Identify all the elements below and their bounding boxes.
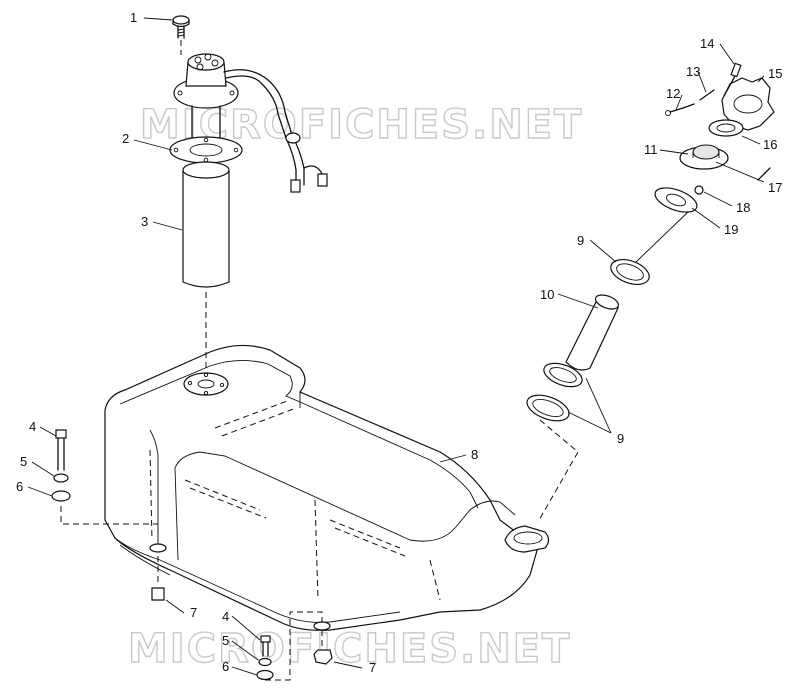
fuel-tank: [104, 344, 550, 631]
callout-9-top: 9: [577, 233, 584, 248]
lock-washer-5-bottom: [258, 657, 272, 667]
gasket-2: [169, 136, 243, 164]
washer-6-bottom: [256, 669, 274, 681]
bolt-4-bottom: [260, 635, 271, 657]
callout-17: 17: [768, 180, 782, 195]
tether-12-13-14: [665, 62, 742, 116]
callout-7-bottom: 7: [369, 660, 376, 675]
screw-17: [757, 167, 771, 181]
bolt-centerline-left: [60, 506, 159, 544]
sender-tube-3: [182, 161, 230, 288]
bolt-centerline-bottom: [265, 611, 323, 681]
callout-18: 18: [736, 200, 750, 215]
callout-13: 13: [686, 64, 700, 79]
gasket-19: [654, 187, 698, 213]
callout-12: 12: [666, 86, 680, 101]
callout-11: 11: [644, 142, 658, 157]
callout-9-bottom: 9: [617, 431, 624, 446]
cap-centerline: [635, 211, 689, 263]
hose-centerline: [537, 419, 579, 523]
leader-lines: [27, 17, 765, 676]
washer-6-left: [51, 490, 71, 502]
callout-14: 14: [700, 36, 714, 51]
clamp-9-top: [610, 259, 650, 285]
screw-1: [172, 15, 190, 39]
callout-19: 19: [724, 222, 738, 237]
callout-6-bottom: 6: [222, 659, 229, 674]
nut-7-bottom: [313, 649, 333, 665]
hose-10: [565, 294, 620, 371]
callout-5-bottom: 5: [222, 633, 229, 648]
callout-4-bottom: 4: [222, 609, 229, 624]
callout-4-left: 4: [29, 419, 36, 434]
lock-washer-5-left: [53, 473, 69, 483]
clamp-9-bottom: [526, 394, 570, 422]
washer-18: [694, 185, 704, 195]
bolt-4-left: [55, 429, 67, 471]
callout-8: 8: [471, 447, 478, 462]
callout-5-left: 5: [20, 454, 27, 469]
callout-3: 3: [141, 214, 148, 229]
fuel-level-sender: [173, 53, 328, 193]
callout-2: 2: [122, 131, 129, 146]
filler-neck-11: [679, 144, 729, 170]
clamp-9-middle: [543, 362, 583, 388]
callout-16: 16: [763, 137, 777, 152]
callout-labels: 1 2 3 4 5 6 7 4 5 6 7 8 9 9 10 11 12 13 …: [16, 10, 782, 675]
nut-7-left: [151, 587, 165, 601]
callout-10: 10: [540, 287, 554, 302]
cap-gasket-16: [708, 119, 744, 137]
callout-7-left: 7: [190, 605, 197, 620]
callout-1: 1: [130, 10, 137, 25]
callout-6-left: 6: [16, 479, 23, 494]
callout-15: 15: [768, 66, 782, 81]
